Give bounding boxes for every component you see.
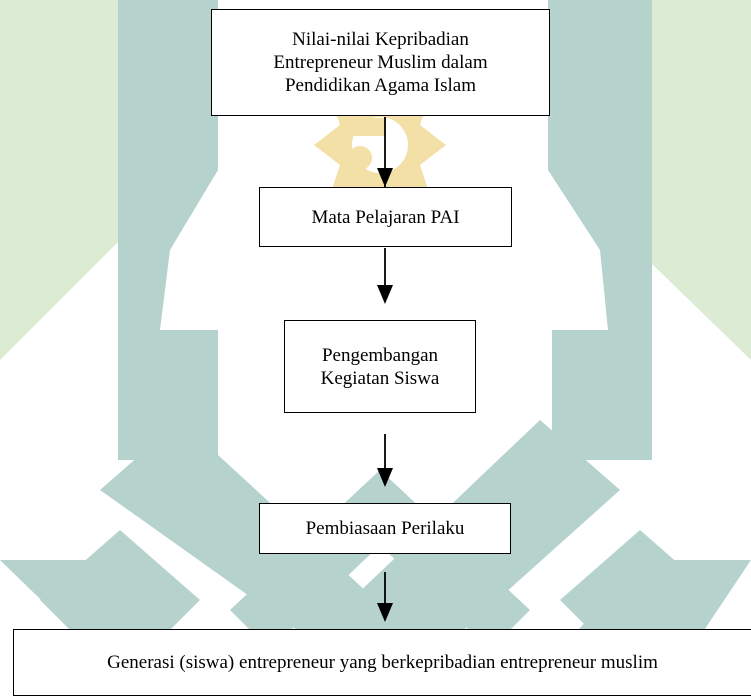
arrowhead-3	[377, 468, 393, 487]
watermark-knot-band-6	[40, 530, 200, 640]
arrowhead-4	[377, 603, 393, 622]
watermark-knot-band-5	[230, 470, 530, 650]
node-pembiasaan-perilaku: Pembiasaan Perilaku	[259, 503, 511, 554]
node-mata-pelajaran-label: Mata Pelajaran PAI	[311, 206, 460, 228]
node-pengembangan-kegiatan: Pengembangan Kegiatan Siswa	[284, 320, 476, 413]
watermark-right-column	[552, 330, 652, 460]
node-nilai-kepribadian-label: Nilai-nilai Kepribadian Entrepreneur Mus…	[273, 29, 488, 96]
watermark-right-pillar	[548, 0, 652, 330]
arrowhead-1	[377, 168, 393, 187]
node-generasi-entrepreneur-label: Generasi (siswa) entrepreneur yang berke…	[107, 652, 658, 673]
watermark-left-pillar	[118, 0, 218, 330]
node-mata-pelajaran: Mata Pelajaran PAI	[259, 187, 512, 247]
node-pengembangan-kegiatan-label: Pengembangan Kegiatan Siswa	[320, 344, 440, 389]
arrowhead-2	[377, 285, 393, 304]
watermark-knot-band-7	[560, 530, 720, 640]
node-nilai-kepribadian: Nilai-nilai Kepribadian Entrepreneur Mus…	[211, 9, 550, 116]
node-generasi-entrepreneur: Generasi (siswa) entrepreneur yang berke…	[13, 629, 751, 696]
node-pembiasaan-perilaku-label: Pembiasaan Perilaku	[305, 518, 465, 539]
